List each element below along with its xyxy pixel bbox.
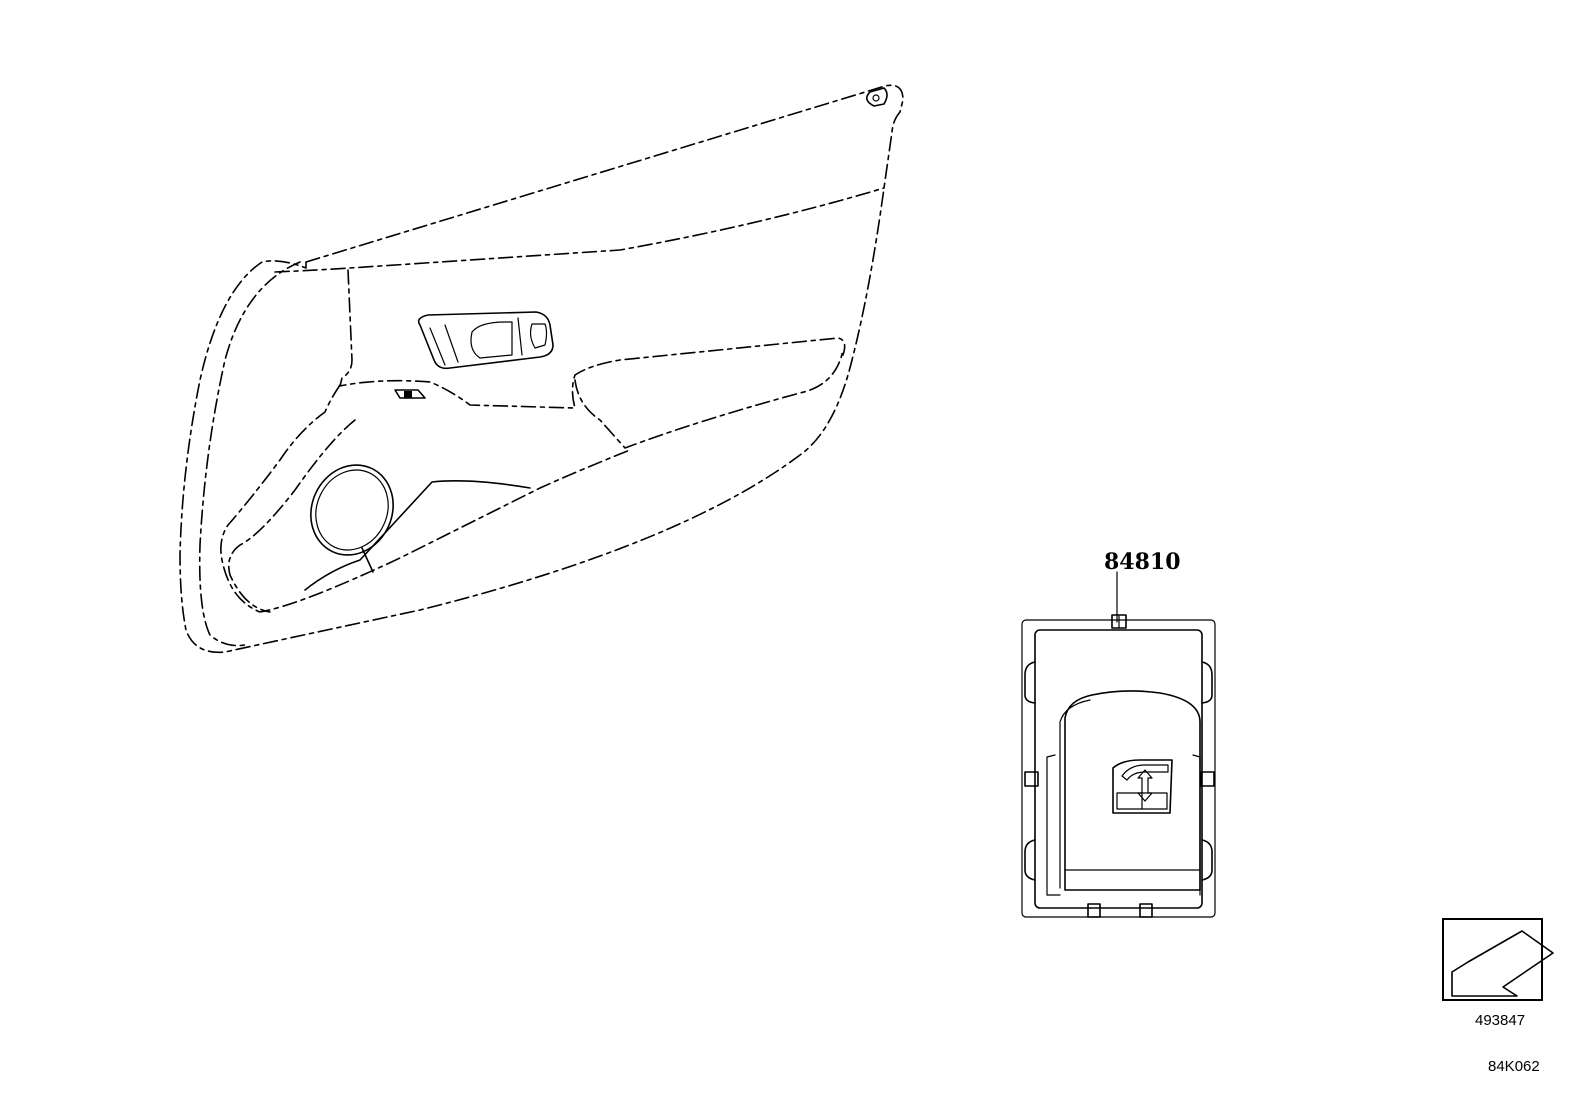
- rocker-edge-highlight: [1059, 699, 1091, 889]
- door-panel-upper-trim: [339, 269, 846, 409]
- switch-inner-housing: [1034, 629, 1203, 909]
- window-switch-bezel-on-panel: [394, 389, 426, 399]
- view-direction-icon: [1442, 918, 1554, 1001]
- window-up-down-icon: [1112, 759, 1173, 814]
- map-pocket-bottom: [304, 480, 531, 591]
- power-window-switch[interactable]: [1021, 614, 1216, 918]
- speaker-grille-inner: [315, 469, 389, 551]
- inside-door-handle: [417, 311, 554, 370]
- switch-rail-left: [1046, 754, 1061, 896]
- switch-clip-right-bottom: [1201, 839, 1213, 881]
- switch-clip-left-bottom: [1024, 839, 1036, 881]
- view-icon-caption: 493847: [1475, 1012, 1526, 1029]
- door-panel-map-pocket: [227, 419, 356, 613]
- window-rocker-button[interactable]: [1064, 690, 1201, 891]
- switch-side-tab-left: [1024, 771, 1039, 787]
- switch-bottom-tab-left: [1087, 903, 1101, 918]
- mounting-clip-hole-center: [872, 94, 880, 102]
- door-panel-inner-frame: [198, 261, 301, 647]
- switch-side-tab-right: [1200, 771, 1215, 787]
- switch-rail-right: [1192, 754, 1201, 896]
- switch-clip-right-top: [1201, 661, 1213, 704]
- speaker-grille-outer: [310, 464, 394, 556]
- switch-bottom-tab-right: [1139, 903, 1153, 918]
- switch-clip-left-top: [1024, 661, 1036, 704]
- mounting-clip-hole: [866, 87, 888, 107]
- part-number-84810: 84810: [1104, 549, 1181, 575]
- figure-code: 84K062: [1488, 1058, 1540, 1075]
- door-panel-lower-swoop: [220, 384, 631, 613]
- door-panel-outer-edge: [179, 84, 904, 654]
- switch-outer-bezel: [1021, 619, 1216, 918]
- armrest-pad: [574, 349, 844, 449]
- door-trim-panel[interactable]: [179, 84, 904, 654]
- door-panel-belt-line: [274, 187, 885, 273]
